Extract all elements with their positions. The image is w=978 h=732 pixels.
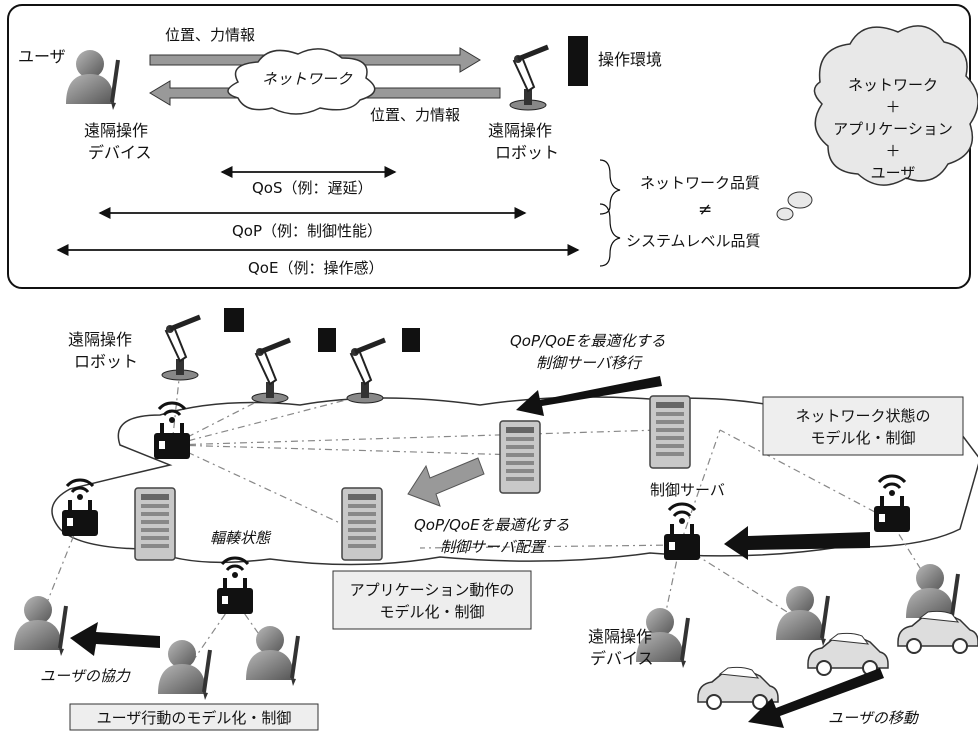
network-label: ネットワーク xyxy=(262,70,353,88)
arrow-bottom-label: 位置、力情報 xyxy=(370,106,460,124)
person-icon-3 xyxy=(244,624,300,688)
router-icon-3 xyxy=(215,556,255,616)
device-label-bottom-2: デバイス xyxy=(590,649,654,668)
app-model-box xyxy=(332,570,532,630)
qoe-label: QoE（例：操作感） xyxy=(248,259,383,277)
qos-label: QoS（例：遅延） xyxy=(252,179,373,197)
brace-system xyxy=(599,203,621,267)
thought-cloud xyxy=(813,25,978,186)
thought-plus1: ＋ xyxy=(885,98,900,116)
top-panel-frame xyxy=(7,4,971,289)
person-icon-1 xyxy=(12,594,68,658)
robot-icon-1 xyxy=(162,317,200,380)
env-box-3 xyxy=(402,328,420,352)
env-box-1 xyxy=(224,308,244,332)
placement-arrow xyxy=(407,457,485,507)
user-coop-arrow xyxy=(70,622,160,656)
user-label: ユーザ xyxy=(18,47,66,66)
user-coop-label: ユーザの協力 xyxy=(40,667,131,685)
network-quality: ネットワーク品質 xyxy=(640,174,760,192)
robot-icon-2 xyxy=(252,340,290,403)
system-quality: システムレベル品質 xyxy=(626,232,761,250)
user-move-arrow xyxy=(748,668,884,728)
environment-box-icon xyxy=(568,36,588,86)
congestion-label: 輻輳状態 xyxy=(210,529,272,547)
thought-bubble-1 xyxy=(787,191,813,209)
qop-label: QoP（例：制御性能） xyxy=(232,222,382,240)
car-icon-1 xyxy=(697,666,779,710)
migration-label-1: QoP/QoEを最適化する xyxy=(510,332,666,350)
device-label-bottom-1: 遠隔操作 xyxy=(588,627,652,646)
thought-line2: アプリケーション xyxy=(833,120,953,138)
device-label-2: デバイス xyxy=(88,143,152,162)
placement-label-1: QoP/QoEを最適化する xyxy=(414,516,570,534)
control-server-label: 制御サーバ xyxy=(650,481,725,499)
server-icon-3 xyxy=(341,487,383,561)
env-label: 操作環境 xyxy=(598,50,662,69)
app-model-1: アプリケーション動作の xyxy=(350,581,515,599)
robot-label-bottom-2: ロボット xyxy=(74,352,138,371)
thought-plus2: ＋ xyxy=(885,142,900,160)
user-model-box xyxy=(69,703,319,731)
migration-arrow xyxy=(516,376,662,416)
arrow-top-label: 位置、力情報 xyxy=(165,26,255,44)
user-model-label: ユーザ行動のモデル化・制御 xyxy=(97,709,292,727)
network-model-2: モデル化・制御 xyxy=(810,429,915,447)
placement-label-2: 制御サーバ配置 xyxy=(440,538,547,556)
thought-bubble-2 xyxy=(776,207,794,221)
not-equal-sign: ≠ xyxy=(698,200,712,220)
user-move-label: ユーザの移動 xyxy=(828,709,920,727)
thought-line1: ネットワーク xyxy=(848,76,938,94)
network-model-1: ネットワーク状態の xyxy=(795,407,930,425)
links xyxy=(39,369,941,666)
thought-line3: ユーザ xyxy=(871,164,916,182)
migration-label-2: 制御サーバ移行 xyxy=(536,354,643,372)
server-icon-1 xyxy=(499,420,541,494)
robot-label-bottom-1: 遠隔操作 xyxy=(68,330,132,349)
network-cloud-top xyxy=(227,48,376,115)
app-model-2: モデル化・制御 xyxy=(379,603,484,621)
network-model-box xyxy=(762,396,964,456)
env-box-2 xyxy=(318,328,336,352)
person-icon-2 xyxy=(156,638,212,702)
robot-label-1: 遠隔操作 xyxy=(488,121,552,140)
server-icon-4 xyxy=(134,487,176,561)
device-label-1: 遠隔操作 xyxy=(84,121,148,140)
network-move-arrow xyxy=(724,526,870,560)
robot-icon-3 xyxy=(347,340,385,403)
server-icon-2 xyxy=(649,395,691,469)
person-icon-5 xyxy=(774,584,830,648)
robot-label-2: ロボット xyxy=(495,143,559,162)
